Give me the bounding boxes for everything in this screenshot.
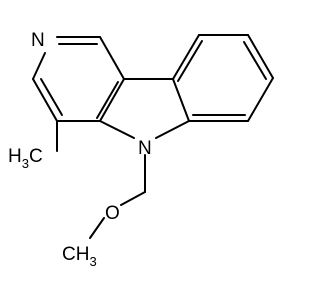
methyl-label-subscript: 3 bbox=[22, 156, 29, 171]
bond bbox=[99, 36, 125, 80]
bond bbox=[32, 52, 46, 80]
bond bbox=[99, 78, 125, 122]
molecule-structure: N N H3C O CH3 bbox=[8, 30, 274, 269]
bond bbox=[32, 78, 58, 122]
bonds bbox=[32, 34, 274, 239]
methyl-label-h: H bbox=[8, 146, 22, 167]
bond bbox=[172, 78, 190, 122]
bond bbox=[99, 120, 135, 139]
methoxy-methyl-label: CH3 bbox=[62, 244, 97, 269]
bond bbox=[96, 81, 119, 119]
bond bbox=[155, 120, 190, 139]
bond bbox=[247, 77, 274, 122]
structure-canvas: N N H3C O CH3 bbox=[8, 30, 274, 269]
pyridine-nitrogen-label: N bbox=[31, 30, 45, 51]
atom-labels: N N H3C O CH3 bbox=[8, 30, 152, 269]
bond bbox=[172, 34, 200, 80]
methoxy-methyl-label-ch: CH bbox=[62, 244, 89, 265]
bond bbox=[40, 78, 63, 116]
methyl-label: H3C bbox=[8, 146, 43, 171]
ether-oxygen-label: O bbox=[105, 203, 120, 224]
indole-nitrogen-label: N bbox=[138, 138, 152, 159]
bond bbox=[243, 41, 267, 80]
bond bbox=[89, 217, 105, 239]
bond bbox=[120, 191, 146, 206]
bond bbox=[247, 34, 274, 79]
bond bbox=[177, 40, 203, 82]
methoxy-methyl-label-subscript: 3 bbox=[89, 254, 96, 269]
methyl-label-c: C bbox=[29, 146, 43, 167]
